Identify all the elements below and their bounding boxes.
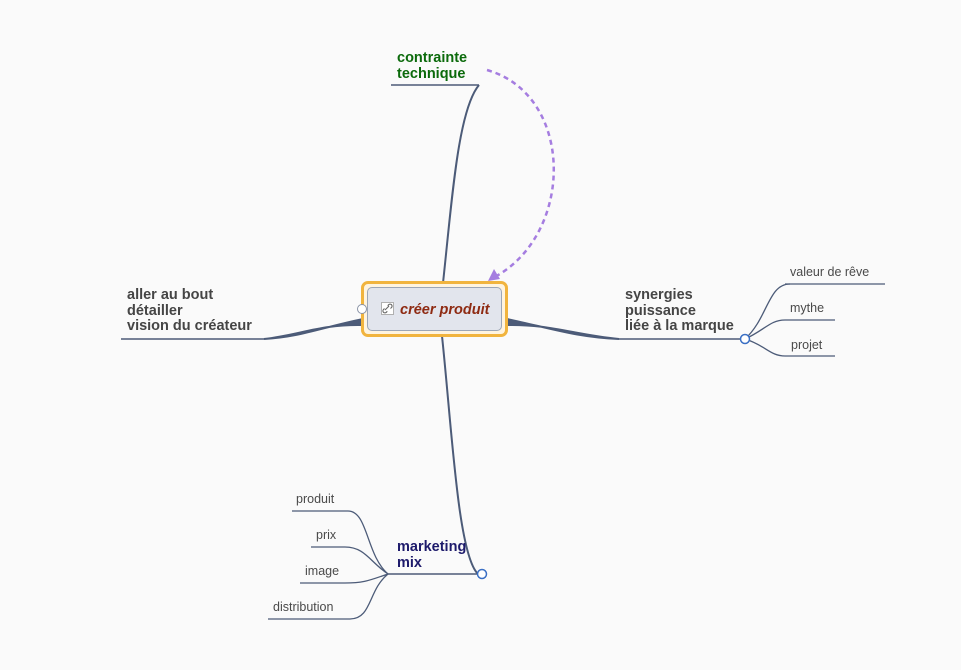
subtopic-valeur-de-reve[interactable]: valeur de rêve [790, 265, 870, 279]
central-left-handle[interactable] [357, 304, 367, 314]
topic-line: mix [397, 554, 422, 571]
subtopic-prix[interactable]: prix [316, 528, 337, 542]
subtopic-image[interactable]: image [305, 564, 340, 578]
topic-line: liée à la marque [625, 318, 734, 334]
topic-contrainte-technique[interactable]: contrainte technique [397, 50, 468, 82]
topic-line: technique [397, 65, 466, 82]
subtopic-projet[interactable]: projet [791, 338, 823, 352]
topic-line: contrainte [397, 50, 468, 66]
connector-left [263, 317, 364, 340]
connector-right [506, 317, 620, 340]
connector-projet [744, 338, 786, 357]
subtopic-mythe[interactable]: mythe [790, 301, 825, 315]
connector-distribution [349, 573, 389, 620]
subtopic-distribution[interactable]: distribution [273, 600, 334, 614]
subtopic-produit[interactable]: produit [296, 492, 335, 506]
relationship-arrowhead [488, 269, 500, 281]
relationship-arrow[interactable] [486, 68, 555, 280]
connector-top [442, 84, 480, 284]
topic-line: aller au bout [127, 287, 214, 303]
central-topic[interactable] [361, 281, 508, 337]
topic-synergies[interactable]: synergies puissance liée à la marque [625, 287, 734, 335]
link-icon[interactable] [381, 302, 394, 315]
connector-mythe [744, 319, 786, 340]
topic-line: marketing [397, 539, 467, 555]
connector-bottom [441, 335, 479, 575]
topic-line: vision du créateur [127, 318, 252, 334]
topic-vision-createur[interactable]: aller au bout détailler vision du créate… [127, 287, 252, 335]
topic-line: synergies [625, 287, 693, 303]
collapse-handle-right[interactable] [739, 333, 751, 345]
connector-valeur [744, 283, 791, 340]
central-topic-inner [367, 287, 502, 331]
collapse-handle-bottom[interactable] [476, 568, 488, 580]
topic-marketing-mix[interactable]: marketing mix [397, 539, 467, 571]
topic-line: détailler [127, 302, 183, 319]
connector-image [344, 573, 389, 584]
topic-line: puissance [625, 302, 696, 319]
connector-prix [344, 546, 389, 575]
central-topic-label: créer produit [400, 302, 490, 318]
connector-produit [347, 510, 389, 575]
